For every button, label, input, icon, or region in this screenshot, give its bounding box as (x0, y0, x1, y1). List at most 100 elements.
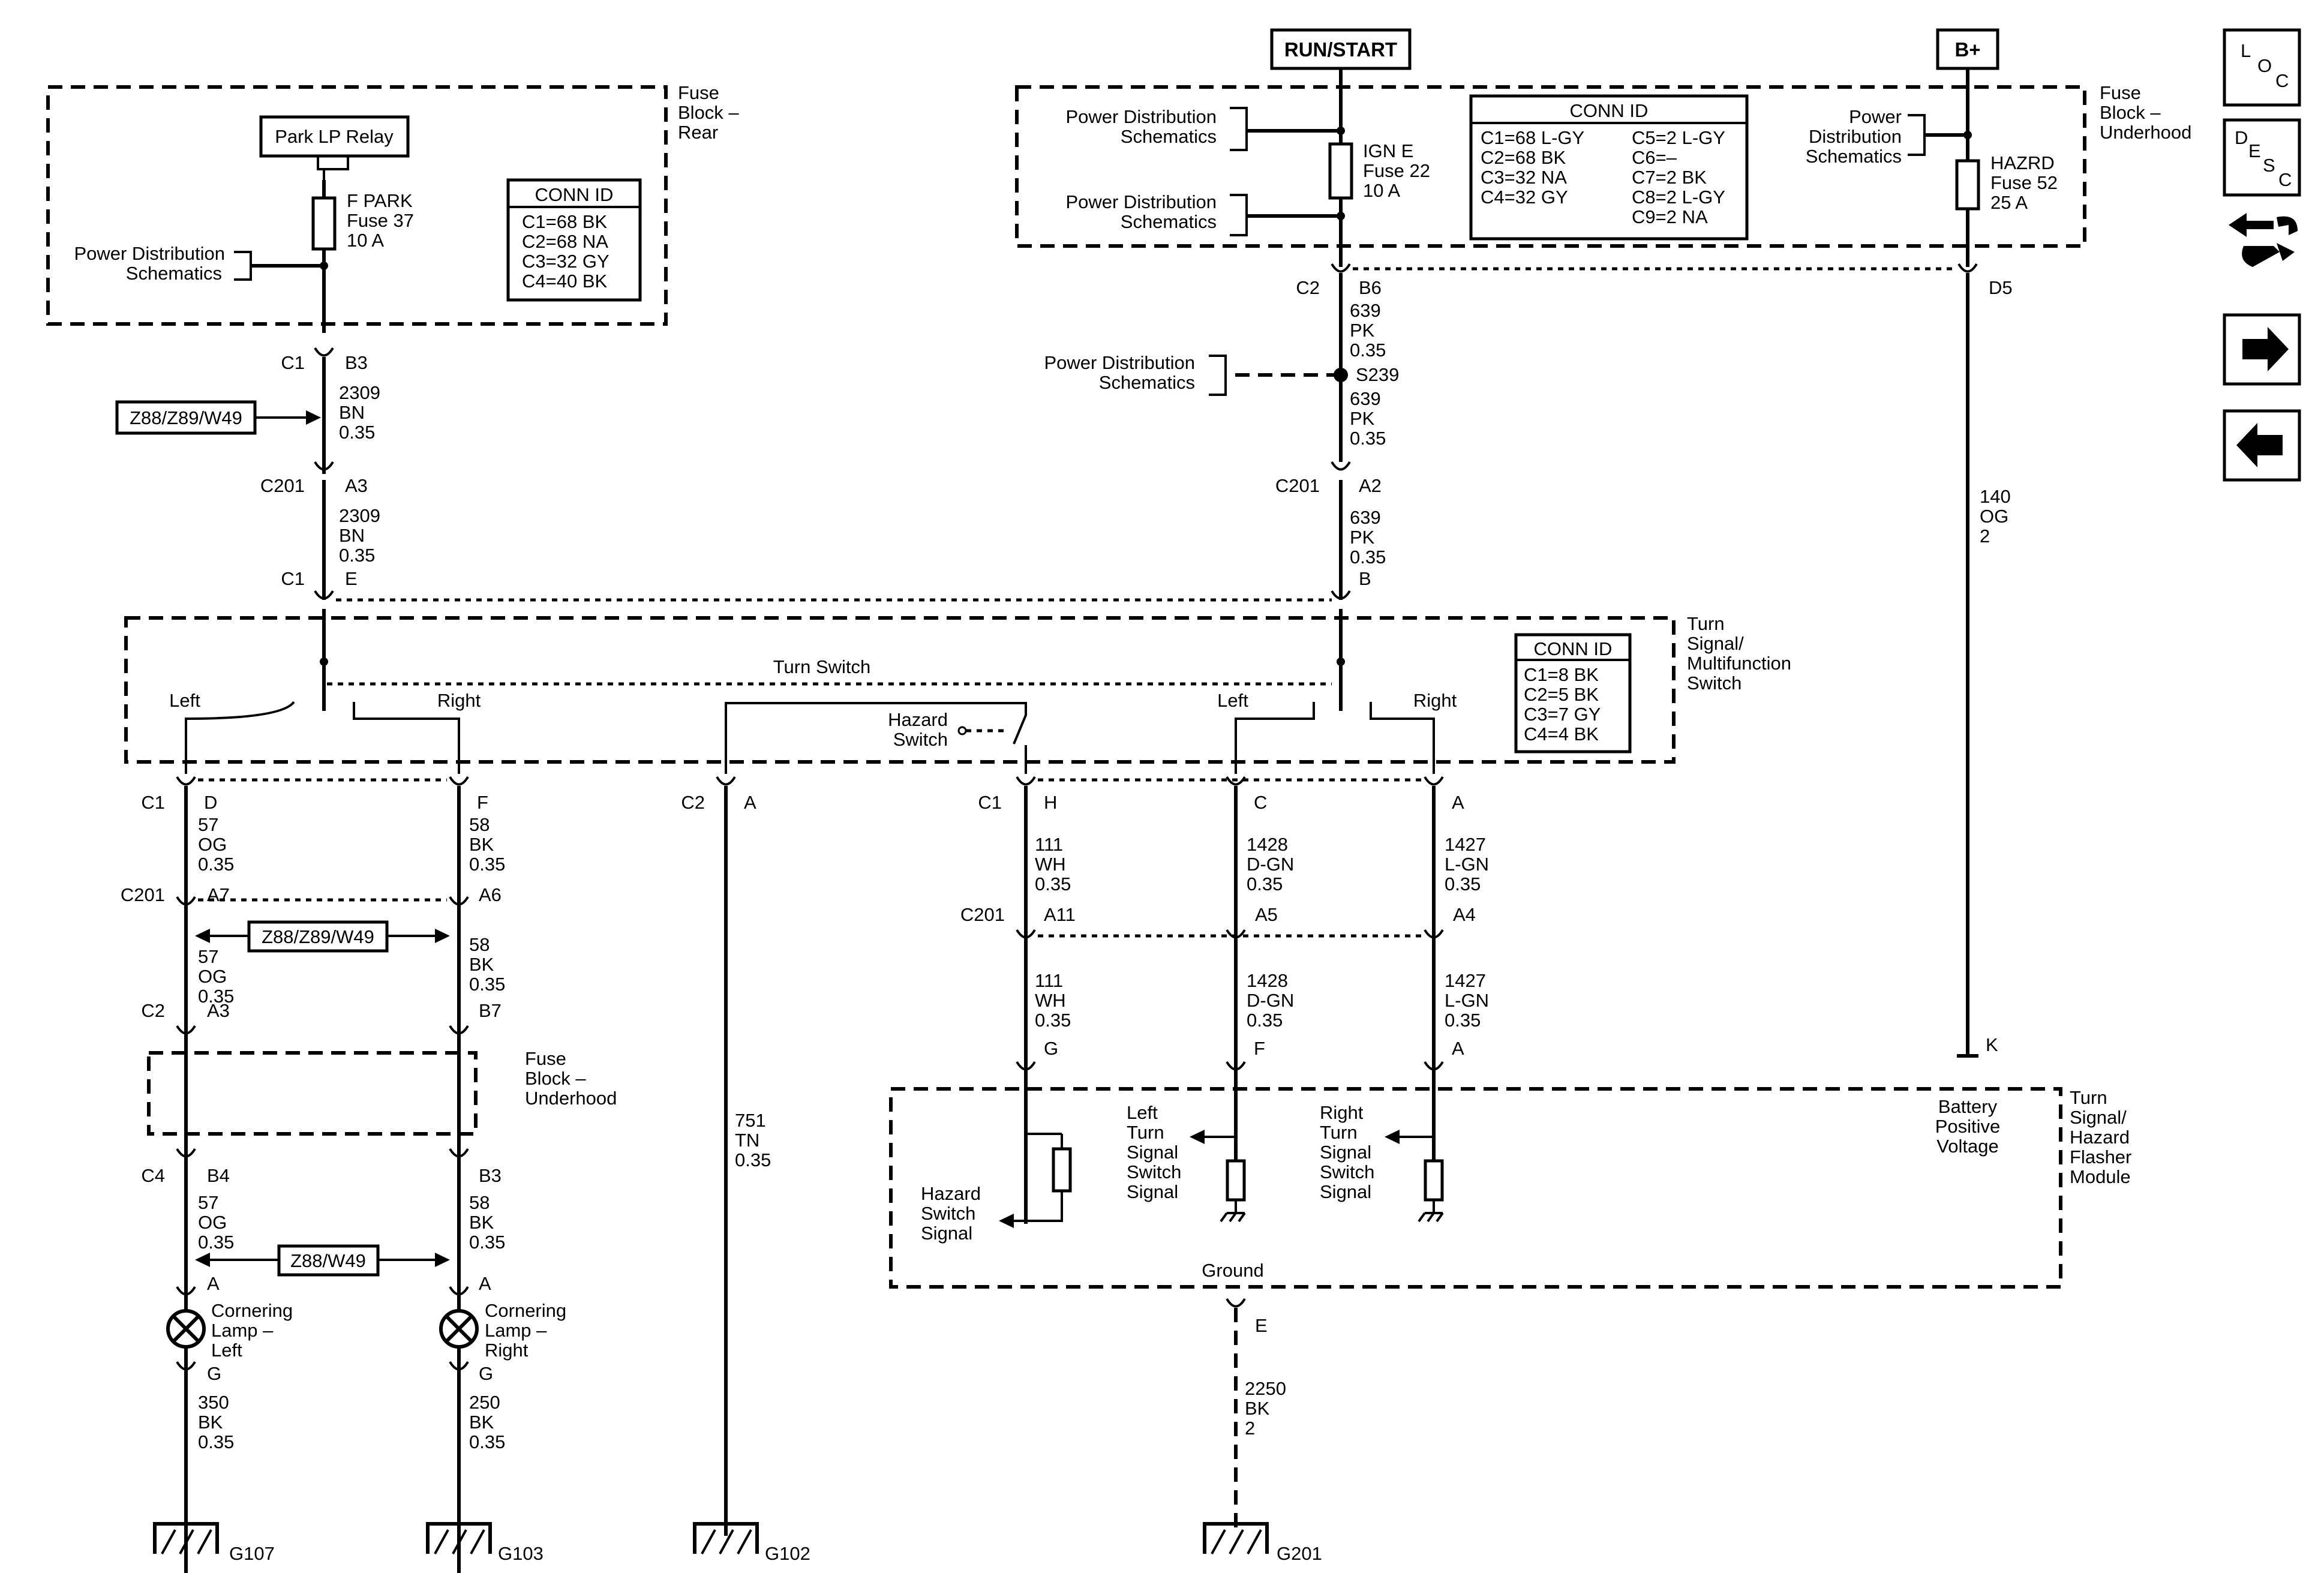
wire-1427-a: 1427 L-GN 0.35 (1445, 834, 1489, 894)
svg-text:WH: WH (1035, 990, 1066, 1011)
f-park-fuse: F PARK Fuse 37 10 A (311, 190, 414, 251)
svg-text:Hazard: Hazard (888, 709, 948, 730)
svg-text:A11: A11 (1044, 904, 1076, 925)
svg-text:Power Distribution: Power Distribution (1065, 106, 1217, 127)
svg-text:2309: 2309 (339, 505, 380, 526)
svg-text:C4: C4 (141, 1165, 165, 1186)
svg-text:0.35: 0.35 (339, 545, 375, 566)
power-distribution-link-ign2[interactable]: Power Distribution Schematics (1065, 191, 1217, 232)
switch-right-label-1: Right (437, 690, 481, 711)
switch-left-label-1: Left (169, 690, 200, 711)
desc-button[interactable]: D E S C (2223, 118, 2301, 197)
svg-text:Rear: Rear (678, 122, 718, 143)
svg-text:0.35: 0.35 (339, 422, 375, 443)
svg-text:A: A (744, 792, 756, 813)
svg-text:Schematics: Schematics (1099, 372, 1195, 393)
svg-text:Voltage: Voltage (1936, 1136, 1998, 1157)
svg-text:1428: 1428 (1247, 834, 1288, 855)
svg-text:CONN ID: CONN ID (1570, 100, 1649, 121)
svg-text:C6=–: C6=– (1632, 147, 1677, 168)
power-distribution-link-ign1[interactable]: Power Distribution Schematics (1065, 106, 1217, 147)
svg-text:Power: Power (1849, 106, 1902, 127)
svg-text:Signal: Signal (1127, 1181, 1178, 1202)
svg-text:C1: C1 (978, 792, 1002, 813)
svg-text:Schematics: Schematics (1121, 211, 1217, 232)
svg-text:Schematics: Schematics (1806, 146, 1902, 167)
power-distribution-link-rear[interactable]: Power Distribution Schematics (74, 243, 225, 284)
tool-icon[interactable] (2229, 213, 2298, 267)
svg-text:C201: C201 (960, 904, 1005, 925)
option-z88-w49: Z88/W49 (195, 1244, 450, 1277)
wire-111-a: 111 WH 0.35 (1035, 834, 1071, 894)
svg-text:E: E (1255, 1315, 1268, 1336)
connector-c201-a3: C201 A3 (260, 461, 368, 496)
svg-text:Block –: Block – (678, 102, 739, 123)
svg-text:C3=32 NA: C3=32 NA (1481, 167, 1567, 188)
svg-text:PK: PK (1350, 408, 1375, 429)
wire-2309-a: 2309 BN 0.35 (339, 382, 380, 443)
turn-switch-label: Turn Switch (773, 656, 871, 677)
svg-text:Z88/W49: Z88/W49 (290, 1250, 366, 1271)
svg-text:Hazard: Hazard (2070, 1127, 2130, 1148)
svg-text:C201: C201 (121, 884, 165, 905)
power-distribution-link-hazrd[interactable]: Power Distribution Schematics (1806, 106, 1902, 167)
next-arrow-button[interactable] (2223, 313, 2301, 386)
svg-text:0.35: 0.35 (198, 1431, 234, 1452)
svg-text:10 A: 10 A (1363, 180, 1400, 201)
svg-text:Right: Right (1413, 690, 1457, 711)
svg-text:250: 250 (469, 1392, 500, 1413)
svg-text:G: G (207, 1363, 221, 1384)
svg-text:Switch: Switch (1320, 1161, 1374, 1182)
hazard-switch-signal-label: Hazard Switch Signal (921, 1183, 981, 1244)
option-z88-z89-w49-mid: Z88/Z89/W49 (195, 920, 450, 953)
svg-text:Z88/Z89/W49: Z88/Z89/W49 (130, 407, 242, 428)
wire-58-b: 58 BK 0.35 (469, 934, 505, 995)
connector-ground-e: E (1226, 1298, 1268, 1336)
ground-g102: G102 (693, 1522, 810, 1564)
svg-text:OG: OG (198, 834, 227, 855)
svg-text:Power Distribution: Power Distribution (1065, 191, 1217, 212)
svg-text:BN: BN (339, 402, 365, 423)
svg-text:C7=2 BK: C7=2 BK (1632, 167, 1707, 188)
svg-text:C3=7 GY: C3=7 GY (1524, 704, 1601, 725)
svg-text:58: 58 (469, 934, 490, 955)
svg-text:C1=68 L-GY: C1=68 L-GY (1481, 127, 1584, 148)
svg-text:A7: A7 (207, 884, 230, 905)
svg-text:A4: A4 (1453, 904, 1476, 925)
loc-button[interactable]: L O C (2223, 28, 2301, 107)
conn-row-lamps-a: A A (176, 1273, 491, 1296)
svg-text:H: H (1044, 792, 1057, 813)
svg-text:BK: BK (469, 1412, 494, 1433)
svg-text:G102: G102 (765, 1543, 810, 1564)
svg-text:Turn Switch: Turn Switch (773, 656, 871, 677)
prev-arrow-button[interactable] (2223, 409, 2301, 482)
svg-text:Multifunction: Multifunction (1687, 653, 1791, 674)
svg-text:0.35: 0.35 (469, 854, 505, 875)
svg-text:Signal: Signal (1127, 1142, 1178, 1163)
svg-text:C1=68 BK: C1=68 BK (522, 211, 608, 232)
svg-text:0.35: 0.35 (1247, 873, 1283, 894)
connector-c1-b3: C1 B3 (281, 347, 368, 373)
battery-positive-voltage-label: Battery Positive Voltage (1935, 1096, 2001, 1157)
svg-text:Cornering: Cornering (211, 1300, 293, 1321)
svg-text:Module: Module (2070, 1166, 2131, 1187)
wire-639-c: 639 PK 0.35 (1350, 507, 1386, 568)
svg-text:Schematics: Schematics (126, 263, 222, 284)
svg-text:C2=68 BK: C2=68 BK (1481, 147, 1566, 168)
svg-text:C2: C2 (681, 792, 705, 813)
svg-text:Power Distribution: Power Distribution (1044, 352, 1195, 373)
svg-text:0.35: 0.35 (735, 1149, 771, 1170)
svg-text:Turn: Turn (1127, 1122, 1164, 1143)
b-plus-label: B+ (1936, 28, 1999, 70)
svg-text:Signal: Signal (1320, 1142, 1371, 1163)
svg-text:F: F (477, 792, 488, 813)
svg-text:Left: Left (1217, 690, 1248, 711)
svg-text:0.35: 0.35 (1445, 873, 1481, 894)
svg-text:Block –: Block – (2100, 102, 2161, 123)
svg-text:C4=32 GY: C4=32 GY (1481, 187, 1568, 208)
svg-text:O: O (2257, 55, 2272, 76)
svg-text:B: B (1359, 568, 1371, 589)
power-distribution-link-s239[interactable]: Power Distribution Schematics (1044, 352, 1195, 393)
svg-text:BN: BN (339, 525, 365, 546)
svg-text:F: F (1254, 1038, 1265, 1059)
